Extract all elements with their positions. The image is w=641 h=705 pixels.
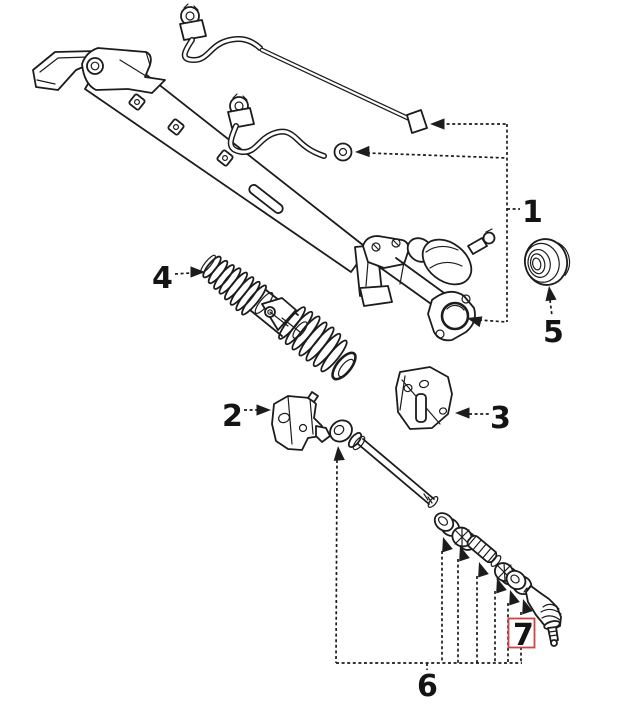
callout-2[interactable]: 2 — [222, 399, 271, 434]
pipe-end-fitting — [406, 109, 428, 134]
rack-and-pinion-assembly — [32, 47, 496, 342]
callout-label-7[interactable]: 7 — [513, 618, 534, 653]
hose-end-fitting — [333, 142, 353, 162]
callout-label-5[interactable]: 5 — [543, 315, 564, 350]
hydraulic-line-lower — [227, 93, 353, 162]
callout-label-1[interactable]: 1 — [522, 195, 543, 230]
mounting-bracket-3 — [395, 366, 453, 430]
hydraulic-line-upper — [179, 3, 428, 134]
arrow-icon — [543, 285, 557, 302]
inner-tie-rod — [329, 419, 439, 508]
callout-label-2[interactable]: 2 — [222, 399, 243, 434]
part-7-highlight-box[interactable] — [507, 617, 536, 649]
outer-tie-rod-end — [523, 584, 562, 647]
callout-label-6[interactable]: 6 — [417, 669, 438, 704]
mounting-bracket-2 — [271, 391, 331, 451]
callout-1[interactable]: 1 — [354, 118, 543, 328]
callout-4[interactable]: 4 — [152, 261, 205, 296]
arrow-icon — [332, 445, 345, 461]
arrow-icon — [455, 407, 470, 419]
arrow-icon — [473, 560, 489, 578]
callout-6[interactable]: 6 — [332, 445, 522, 704]
callout-5[interactable]: 5 — [543, 285, 564, 350]
arrow-icon — [437, 535, 453, 553]
arrow-icon — [354, 145, 370, 158]
callout-label-4[interactable]: 4 — [152, 261, 173, 296]
adjuster-sleeve — [466, 534, 502, 567]
steering-rack-boot — [200, 254, 357, 381]
arrow-icon — [256, 404, 271, 416]
callout-label-3[interactable]: 3 — [490, 401, 511, 436]
mounting-grommet-5 — [524, 238, 571, 286]
arrow-icon — [430, 118, 445, 130]
tie-rod-hardware — [433, 512, 533, 596]
callout-7[interactable]: 7 — [507, 597, 536, 663]
callout-3[interactable]: 3 — [455, 401, 511, 436]
